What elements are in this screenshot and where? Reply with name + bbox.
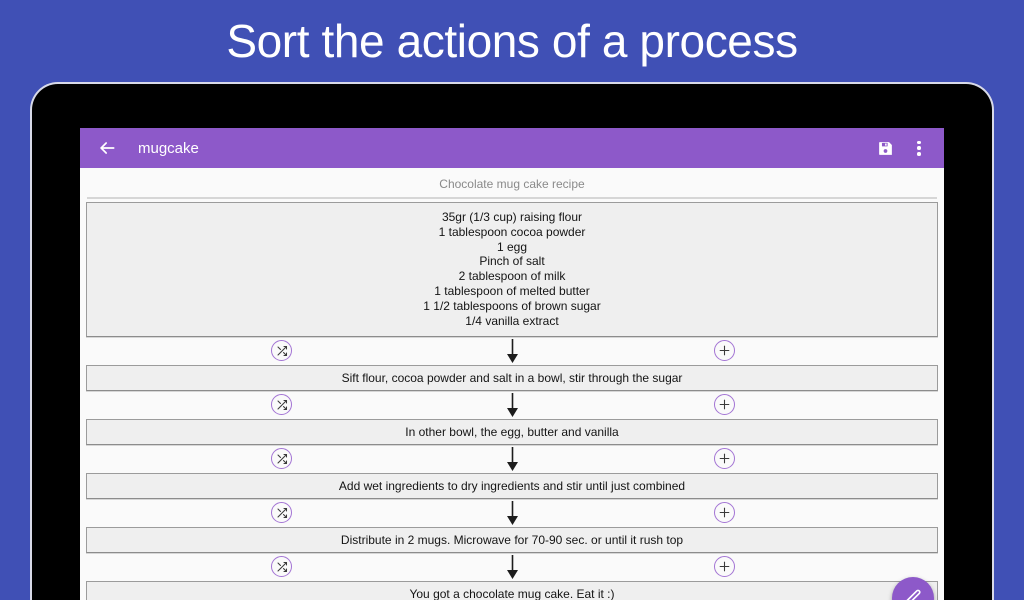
plus-icon[interactable] — [714, 394, 735, 416]
connector-row — [86, 391, 938, 419]
step-card[interactable]: Add wet ingredients to dry ingredients a… — [86, 473, 938, 500]
ingredient-line: 2 tablespoon of milk — [458, 269, 566, 284]
promo-headline: Sort the actions of a process — [226, 15, 798, 67]
connector-row — [86, 445, 938, 473]
plus-icon[interactable] — [714, 340, 735, 362]
ingredient-line: 1/4 vanilla extract — [465, 313, 559, 328]
shuffle-icon[interactable] — [271, 340, 292, 362]
arrow-down-icon — [86, 555, 938, 580]
ingredient-line: 1 egg — [496, 239, 528, 254]
ingredient-line: 35gr (1/3 cup) raising flour — [441, 210, 583, 224]
ingredient-line: 1 tablespoon cocoa powder — [438, 224, 586, 239]
device-screen: mugcake Chocolate mug cake recipe — [80, 128, 944, 600]
step-card[interactable]: Sift flour, cocoa powder and salt in a b… — [86, 365, 938, 392]
step-card[interactable]: In other bowl, the egg, butter and vanil… — [86, 419, 938, 446]
step-card[interactable]: You got a chocolate mug cake. Eat it :) — [86, 581, 938, 600]
more-vertical-icon[interactable] — [904, 133, 934, 163]
arrow-down-icon — [86, 501, 938, 526]
arrow-down-icon — [86, 393, 938, 418]
tablet-device-frame: mugcake Chocolate mug cake recipe — [32, 84, 992, 600]
ingredient-line: Pinch of salt — [479, 254, 545, 269]
edit-fab-button[interactable] — [892, 577, 934, 600]
pencil-edit-icon — [906, 590, 921, 600]
title-divider — [87, 197, 937, 199]
shuffle-icon[interactable] — [271, 556, 292, 578]
arrow-down-icon — [86, 447, 938, 472]
document-title: Chocolate mug cake recipe — [439, 177, 585, 191]
shuffle-icon[interactable] — [271, 394, 292, 416]
connector-row — [86, 337, 938, 365]
plus-icon[interactable] — [714, 502, 735, 524]
connector-row — [86, 553, 938, 581]
connector-row — [86, 499, 938, 527]
app-bar-title: mugcake — [138, 139, 199, 157]
overflow-dots — [917, 140, 921, 156]
recipe-content: Chocolate mug cake recipe 35gr (1/3 cup)… — [80, 168, 944, 600]
save-floppy-icon[interactable] — [870, 133, 900, 163]
shuffle-icon[interactable] — [271, 448, 292, 470]
ingredient-line: 1 1/2 tablespoons of brown sugar — [423, 298, 601, 313]
back-arrow-icon[interactable] — [90, 131, 124, 165]
plus-icon[interactable] — [714, 448, 735, 470]
app-bar: mugcake — [80, 128, 944, 168]
arrow-down-icon — [86, 339, 938, 364]
step-card[interactable]: Distribute in 2 mugs. Microwave for 70-9… — [86, 527, 938, 554]
plus-icon[interactable] — [714, 556, 735, 578]
ingredients-card[interactable]: 35gr (1/3 cup) raising flour 1 tablespoo… — [86, 202, 938, 338]
shuffle-icon[interactable] — [271, 502, 292, 524]
ingredient-line: 1 tablespoon of melted butter — [434, 283, 590, 298]
